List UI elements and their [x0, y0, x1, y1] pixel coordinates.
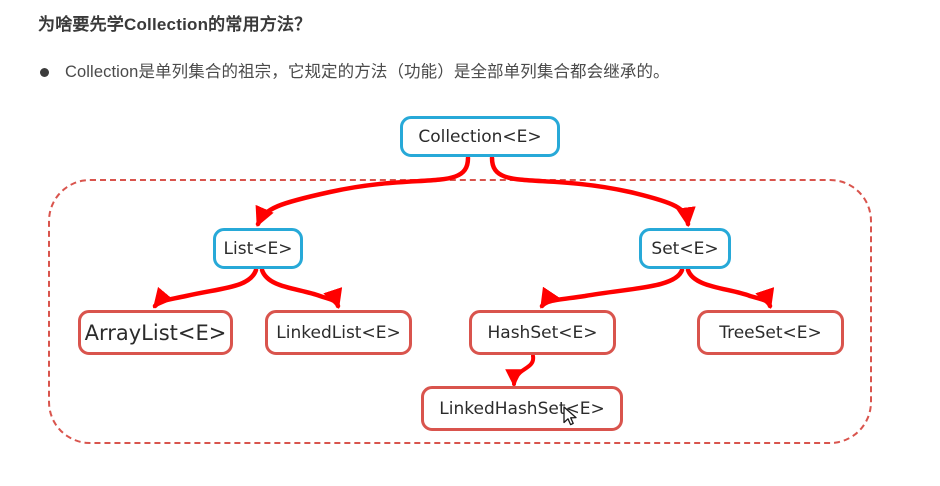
node-collection-label: Collection<E>: [418, 126, 542, 147]
node-hashset[interactable]: HashSet<E>: [469, 310, 616, 355]
node-list[interactable]: List<E>: [213, 228, 303, 269]
node-linkedhashset[interactable]: LinkedHashSet<E>: [421, 386, 623, 431]
node-treeset[interactable]: TreeSet<E>: [697, 310, 844, 355]
node-linkedlist[interactable]: LinkedList<E>: [265, 310, 412, 355]
node-arraylist-label: ArrayList<E>: [84, 320, 227, 345]
node-treeset-label: TreeSet<E>: [719, 322, 822, 343]
node-linkedhashset-label: LinkedHashSet<E>: [439, 398, 605, 419]
node-arraylist[interactable]: ArrayList<E>: [78, 310, 233, 355]
bullet-list-item: Collection是单列集合的祖宗，它规定的方法（功能）是全部单列集合都会继承…: [40, 60, 670, 84]
bullet-dot-icon: [40, 68, 49, 77]
node-hashset-label: HashSet<E>: [487, 322, 598, 343]
node-list-label: List<E>: [223, 238, 293, 259]
bullet-item-text: Collection是单列集合的祖宗，它规定的方法（功能）是全部单列集合都会继承…: [65, 63, 670, 81]
node-collection[interactable]: Collection<E>: [400, 116, 560, 157]
node-set[interactable]: Set<E>: [639, 228, 731, 269]
node-set-label: Set<E>: [651, 238, 719, 259]
class-hierarchy-diagram: Collection<E> List<E> Set<E> ArrayList<E…: [0, 100, 940, 486]
page-title: 为啥要先学Collection的常用方法？: [38, 15, 312, 34]
node-linkedlist-label: LinkedList<E>: [276, 322, 401, 343]
